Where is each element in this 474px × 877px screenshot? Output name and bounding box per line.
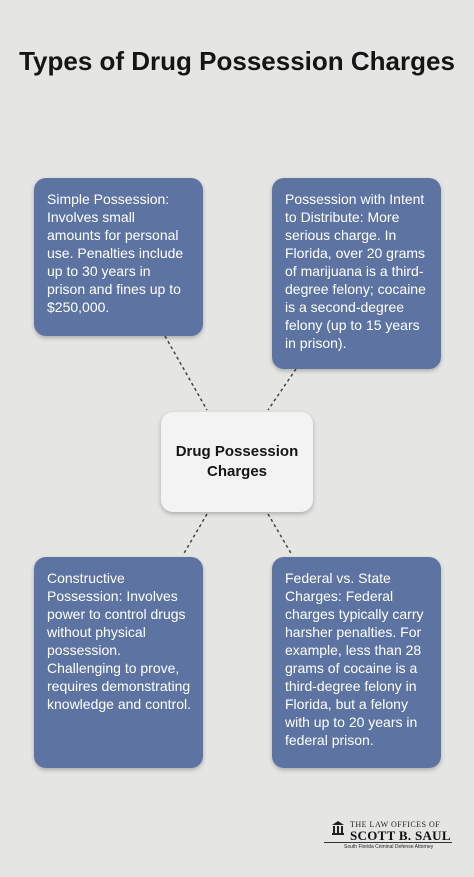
constructive-possession-box: Constructive Possession: Involves power … <box>34 557 203 768</box>
connector-top-right <box>267 368 297 411</box>
courthouse-icon <box>332 821 344 835</box>
logo-line-1: THE LAW OFFICES OF <box>350 820 441 829</box>
federal-vs-state-box: Federal vs. State Charges: Federal charg… <box>272 557 441 768</box>
connector-top-left <box>164 335 208 411</box>
logo-line-2: SCOTT B. SAUL <box>350 828 451 843</box>
logo-divider <box>324 842 452 843</box>
law-office-logo: THE LAW OFFICES OF SCOTT B. SAUL South F… <box>322 818 452 858</box>
connector-bottom-right <box>267 513 293 556</box>
simple-possession-box: Simple Possession: Involves small amount… <box>34 178 203 336</box>
intent-to-distribute-box: Possession with Intent to Distribute: Mo… <box>272 178 441 369</box>
connector-bottom-left <box>182 513 208 556</box>
center-label: Drug Possession Charges <box>175 443 299 480</box>
center-node: Drug Possession Charges <box>161 412 313 512</box>
page-title: Types of Drug Possession Charges <box>19 46 455 76</box>
logo-tagline: South Florida Criminal Defense Attorney <box>344 844 434 850</box>
